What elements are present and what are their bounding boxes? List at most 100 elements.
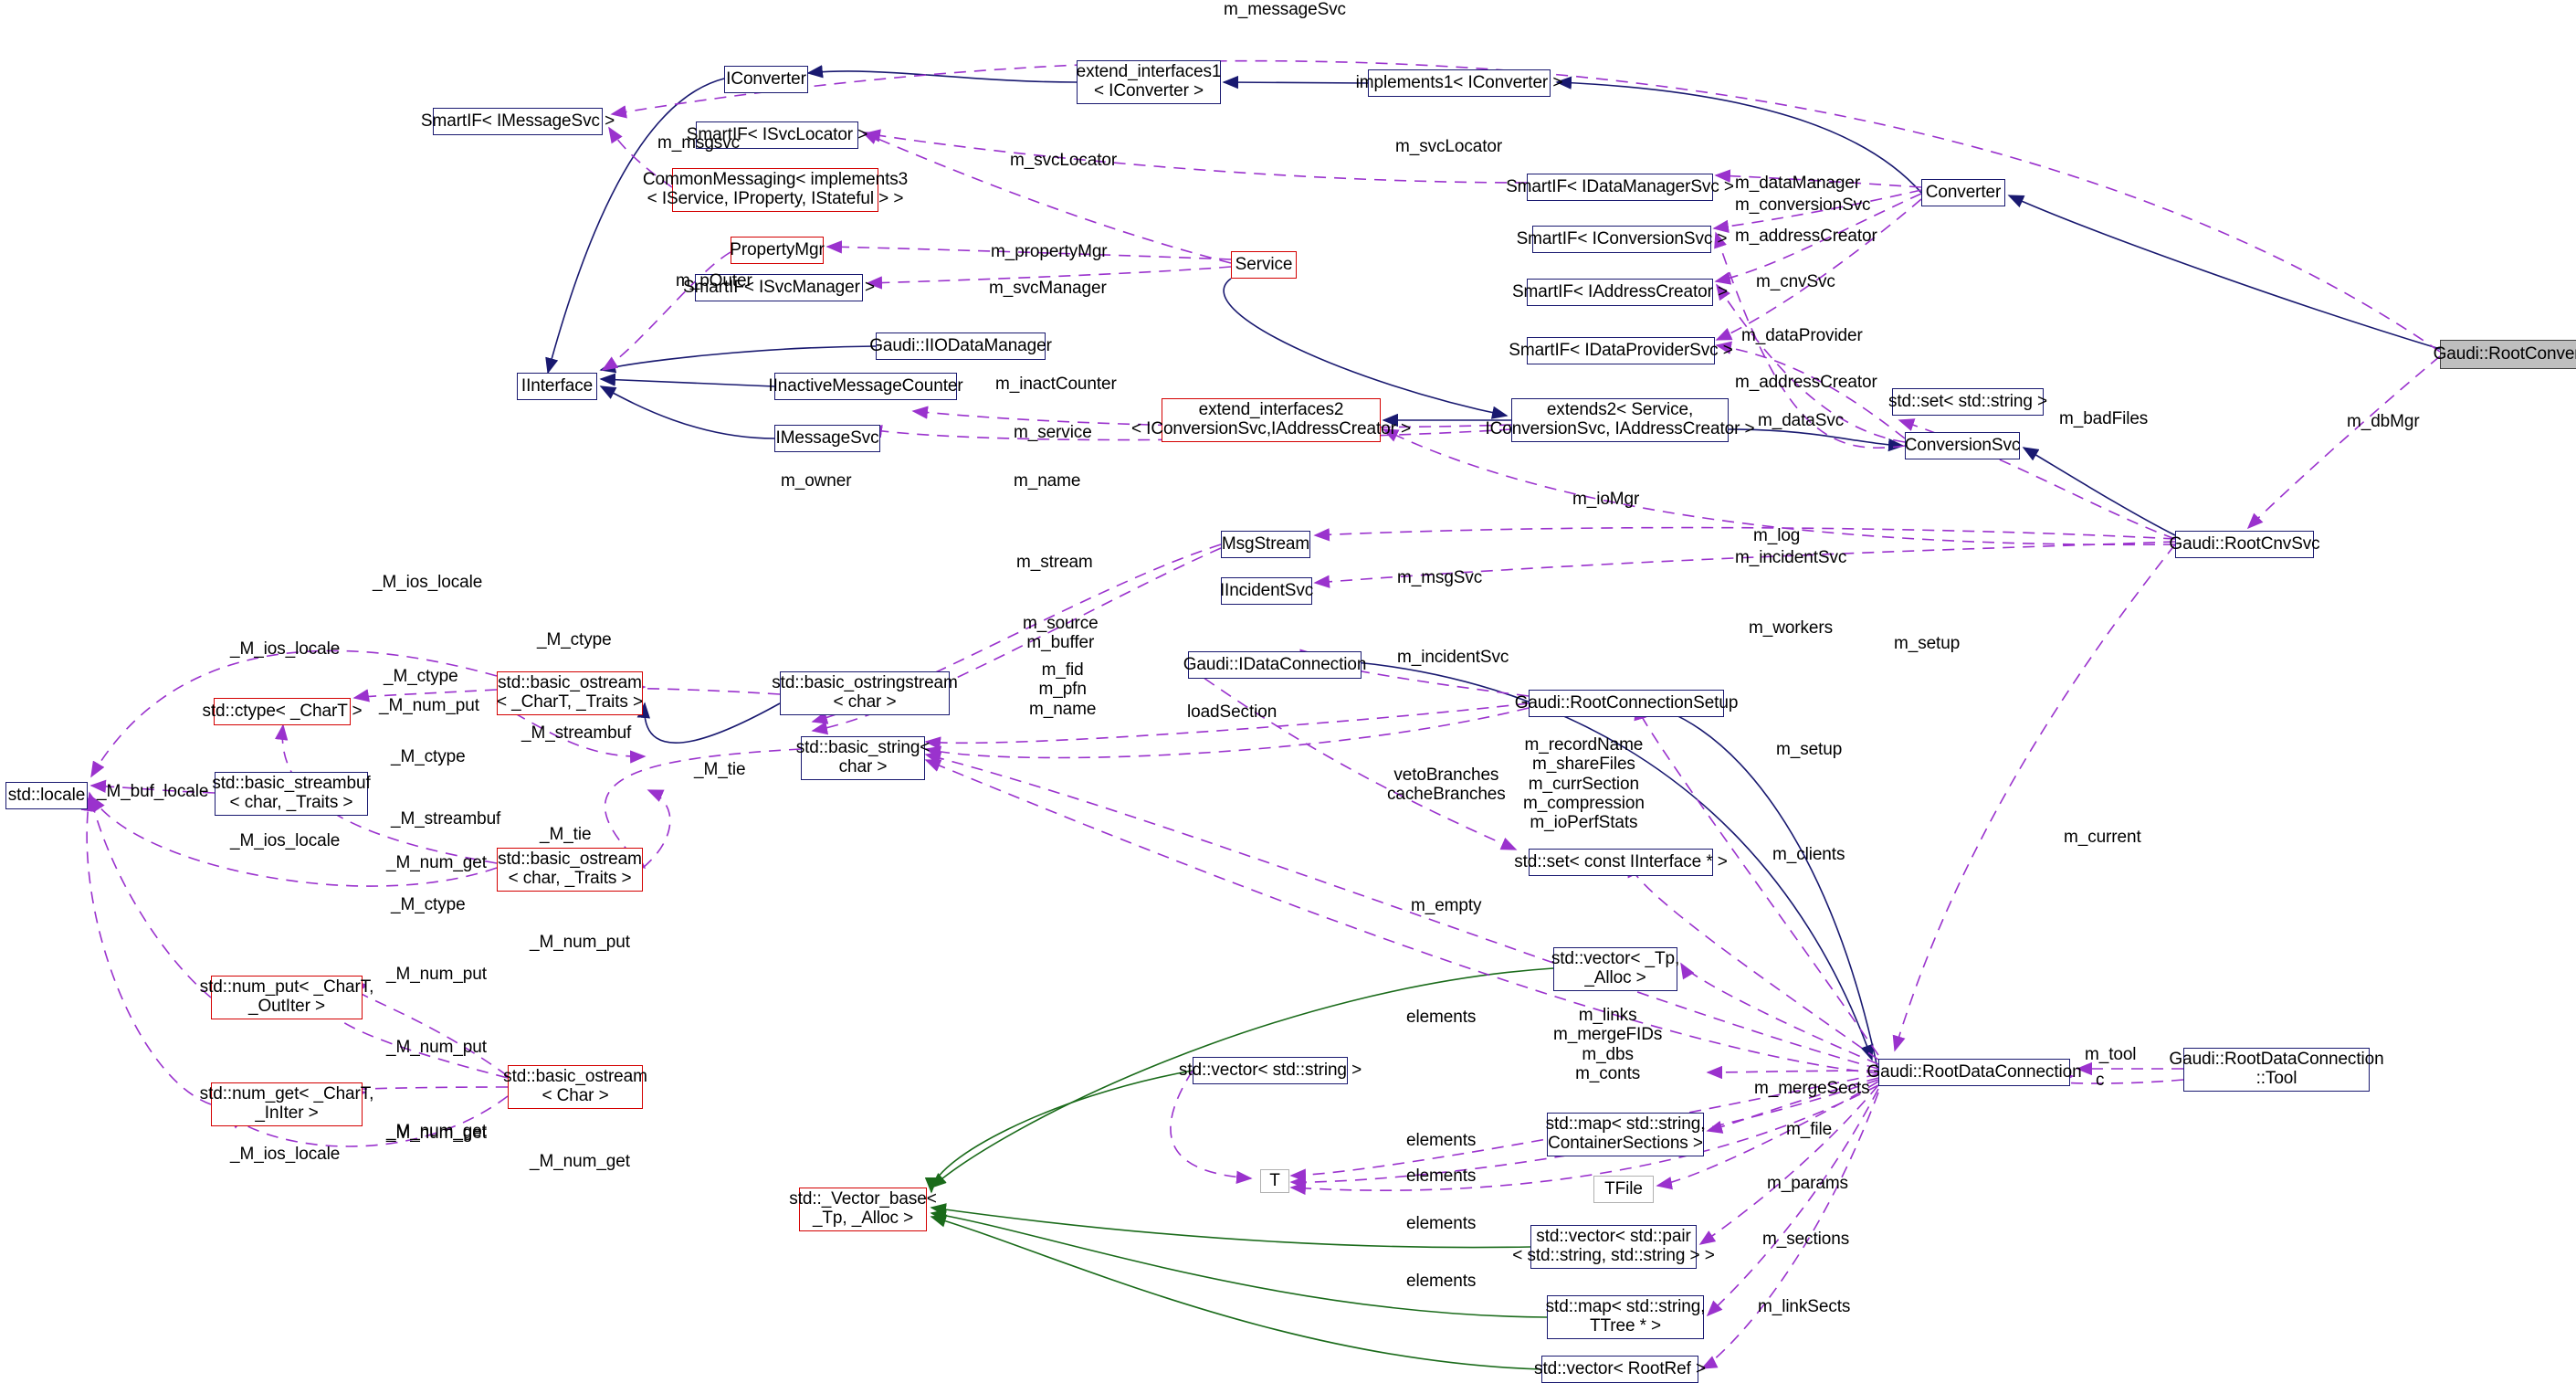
class-node-num_put[interactable]: std::num_put< _CharT, _OutIter > — [200, 976, 373, 1019]
class-node-basic_ostream_char[interactable]: std::basic_ostream < char, _Traits > — [497, 848, 643, 892]
class-node-gaudi_idataconn[interactable]: Gaudi::IDataConnection — [1183, 651, 1366, 679]
edge-label-m_svcManager: m_svcManager — [989, 279, 1107, 298]
edge-label-m_ioMgr: m_ioMgr — [1572, 490, 1640, 509]
class-node-iinactivemsgcounter[interactable]: IInactiveMessageCounter — [768, 373, 963, 400]
edge-label-m_service: m_service — [1014, 423, 1092, 442]
class-node-smartif_idatamgrsvc[interactable]: SmartIF< IDataManagerSvc > — [1506, 174, 1734, 201]
class-node-iconverter[interactable]: IConverter — [724, 66, 808, 93]
edge-label-m_linkSects: m_linkSects — [1758, 1297, 1851, 1316]
class-node-extend_interfaces2[interactable]: extend_interfaces2 < IConversionSvc,IAdd… — [1131, 398, 1411, 442]
class-node-num_get[interactable]: std::num_get< _CharT, _InIter > — [200, 1082, 373, 1126]
edge-label-m_dataProvider: m_dataProvider — [1741, 326, 1863, 345]
edge-label-m_empty: m_empty — [1411, 896, 1482, 915]
class-node-conversionsvc[interactable]: ConversionSvc — [1905, 432, 2020, 459]
edge-label-elements_3: elements — [1406, 1167, 1477, 1186]
inheritance-edges — [545, 65, 2441, 1073]
class-node-map_ttree[interactable]: std::map< std::string, TTree * > — [1546, 1295, 1705, 1339]
edge-label-loadSection: loadSection — [1187, 702, 1277, 722]
edge-label-_M_ios_locale_4: _M_ios_locale — [230, 1145, 341, 1164]
edge-label-_M_ctype_2: _M_ctype — [384, 667, 458, 686]
edge-label-m_cnvSvc: m_cnvSvc — [1756, 272, 1835, 291]
edge-label-m_addressCreator_1: m_addressCreator — [1735, 227, 1877, 246]
edge-label-m_fid_pfn_name: m_fid m_pfn m_name — [1029, 660, 1097, 719]
template-edges — [924, 967, 1554, 1370]
edge-label-m_pOuter: m_pOuter — [676, 271, 752, 290]
edge-label-_M_buf_locale: _M_buf_locale — [97, 782, 209, 801]
edge-label-m_conversionSvc: m_conversionSvc — [1735, 195, 1871, 215]
edge-label-c_label: c — [2096, 1071, 2105, 1090]
edge-label-m_messageSvc: m_messageSvc — [1224, 0, 1346, 19]
class-node-smartif_iconvsvc[interactable]: SmartIF< IConversionSvc > — [1517, 226, 1728, 253]
class-node-vector_pair[interactable]: std::vector< std::pair < std::string, st… — [1512, 1225, 1715, 1269]
edge-label-_M_streambuf_1: _M_streambuf — [521, 723, 632, 743]
class-node-set_string[interactable]: std::set< std::string > — [1888, 388, 2047, 416]
edge-label-m_current: m_current — [2064, 828, 2141, 847]
class-node-extends2[interactable]: extends2< Service, IConversionSvc, IAddr… — [1485, 398, 1755, 442]
edge-label-m_params: m_params — [1767, 1174, 1848, 1193]
class-node-vector_tp_alloc[interactable]: std::vector< _Tp, _Alloc > — [1551, 947, 1679, 991]
edge-label-m_setup_2: m_setup — [1776, 740, 1843, 759]
edge-label-m_log: m_log — [1753, 526, 1801, 545]
class-node-service[interactable]: Service — [1231, 251, 1297, 279]
class-node-basic_string_char[interactable]: std::basic_string< char > — [796, 736, 930, 780]
class-node-basic_ostringstream[interactable]: std::basic_ostringstream < char > — [772, 671, 958, 715]
edge-label-_M_ios_locale_2: _M_ios_locale — [230, 639, 341, 659]
class-node-vector_string[interactable]: std::vector< std::string > — [1179, 1057, 1362, 1084]
edge-label-m_source_buffer: m_source m_buffer — [1023, 614, 1099, 653]
class-node-implements1[interactable]: implements1< IConverter > — [1356, 69, 1562, 97]
class-node-converter[interactable]: Converter — [1921, 179, 2005, 206]
edge-label-m_workers: m_workers — [1749, 618, 1834, 638]
class-node-basic_ostream_chart[interactable]: std::basic_ostream < _CharT, _Traits > — [497, 671, 643, 715]
edge-label-_M_ctype_4: _M_ctype — [391, 895, 466, 914]
edge-label-m_incidentSvc_2: m_incidentSvc — [1397, 648, 1509, 667]
class-node-smartif_iaddrcreator[interactable]: SmartIF< IAddressCreator > — [1512, 279, 1728, 306]
class-node-map_containersections[interactable]: std::map< std::string, ContainerSections… — [1546, 1113, 1705, 1156]
edge-label-m_badFiles: m_badFiles — [2059, 409, 2149, 428]
edge-label-m_msgsvc: m_msgsvc — [657, 133, 740, 153]
edge-label-_M_ios_locale_1: _M_ios_locale — [373, 573, 483, 592]
edge-label-_M_num_get_3: _M_num_get — [386, 1122, 487, 1141]
edge-label-elements_4: elements — [1406, 1214, 1477, 1233]
class-node-iincidentsvc[interactable]: IIncidentSvc — [1220, 577, 1313, 605]
class-node-imessagesvc[interactable]: IMessageSvc — [774, 425, 880, 452]
class-node-gaudi_rootdataconn_tool[interactable]: Gaudi::RootDataConnection ::Tool — [2169, 1048, 2384, 1092]
edge-label-_M_num_put_4: _M_num_put — [386, 1038, 487, 1057]
class-node-ctype_chart[interactable]: std::ctype< _CharT > — [202, 698, 363, 725]
edge-label-_M_num_put_1: _M_num_put — [379, 696, 479, 715]
class-node-basic_ostream_Char[interactable]: std::basic_ostream < Char > — [503, 1065, 647, 1109]
class-node-gaudi_rootconverter[interactable]: Gaudi::RootConverter — [2434, 340, 2576, 369]
edge-label-m_dataSvc: m_dataSvc — [1758, 411, 1845, 430]
class-node-gaudi_iiodatamanager[interactable]: Gaudi::IIODataManager — [869, 333, 1052, 360]
class-node-basic_streambuf[interactable]: std::basic_streambuf < char, _Traits > — [212, 772, 371, 816]
class-node-tfile[interactable]: TFile — [1593, 1176, 1654, 1203]
edge-label-setup_fields: m_recordName m_shareFiles m_currSection … — [1523, 735, 1645, 833]
edge-label-elements_5: elements — [1406, 1272, 1477, 1291]
class-node-std_locale[interactable]: std::locale — [5, 782, 88, 809]
edge-label-m_owner: m_owner — [781, 471, 852, 491]
class-node-extend_interfaces1[interactable]: extend_interfaces1 < IConverter > — [1077, 60, 1221, 104]
class-node-tparam[interactable]: T — [1260, 1169, 1289, 1193]
edge-label-m_setup_1: m_setup — [1894, 634, 1961, 653]
class-node-vector_rootref[interactable]: std::vector< RootRef > — [1534, 1356, 1706, 1383]
class-node-vector_base[interactable]: std::_Vector_base< _Tp, _Alloc > — [789, 1188, 937, 1231]
class-node-smartif_isvcmanager[interactable]: SmartIF< ISvcManager > — [683, 274, 875, 301]
edge-label-m_incidentSvc_1: m_incidentSvc — [1735, 548, 1847, 567]
class-node-gaudi_rootdataconn[interactable]: Gaudi::RootDataConnection — [1866, 1059, 2082, 1086]
edge-label-m_stream: m_stream — [1016, 553, 1093, 572]
class-node-smartif_imessagesvc[interactable]: SmartIF< IMessageSvc > — [421, 108, 615, 135]
class-node-smartif_isvclocator[interactable]: SmartIF< ISvcLocator > — [687, 121, 867, 149]
class-node-set_iinterface[interactable]: std::set< const IInterface * > — [1514, 849, 1728, 876]
edge-label-m_addressCreator_2: m_addressCreator — [1735, 373, 1877, 392]
edge-label-m_sections: m_sections — [1762, 1230, 1850, 1249]
class-node-gaudi_rootconnsetup[interactable]: Gaudi::RootConnectionSetup — [1515, 690, 1738, 717]
edge-label-m_clients: m_clients — [1772, 845, 1845, 864]
class-node-commonmessaging[interactable]: CommonMessaging< implements3 < IService,… — [643, 168, 908, 212]
edge-label-_M_tie_1: _M_tie — [694, 760, 746, 779]
class-node-smartif_idataprovsvc[interactable]: SmartIF< IDataProviderSvc > — [1509, 337, 1733, 364]
class-node-msgstream[interactable]: MsgStream — [1221, 531, 1310, 558]
class-node-gaudi_rootcnvsvc[interactable]: Gaudi::RootCnvSvc — [2169, 531, 2320, 558]
class-node-iinterface[interactable]: IInterface — [517, 373, 597, 400]
class-node-propertymgr[interactable]: PropertyMgr — [730, 237, 825, 264]
edge-label-_M_num_get_1: _M_num_get — [386, 853, 487, 872]
edge-label-_M_num_put_3: _M_num_put — [386, 965, 487, 984]
